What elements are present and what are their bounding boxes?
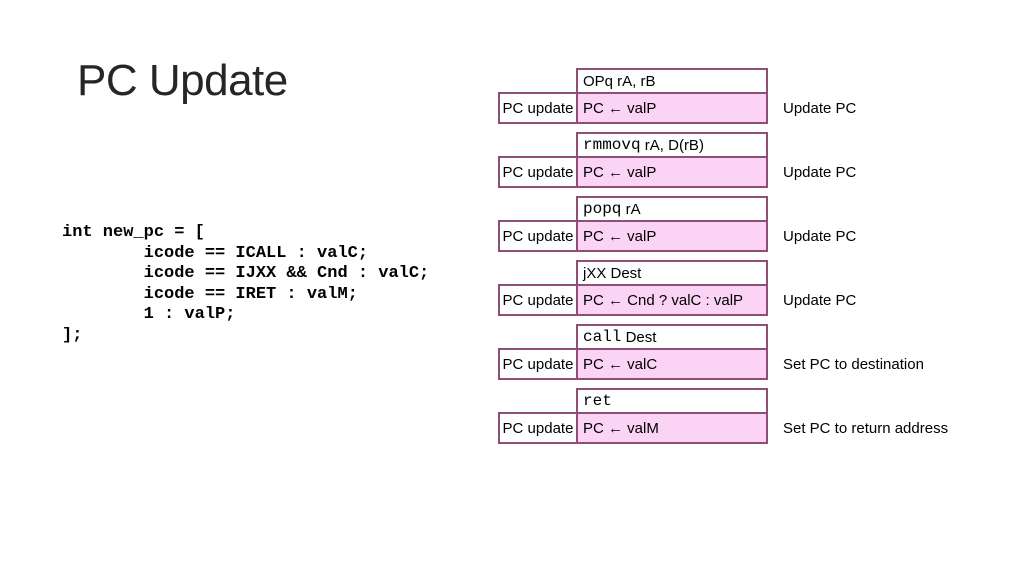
operands: rA, D(rB) [640, 136, 704, 154]
instruction-header: OPq rA, rB [576, 68, 768, 94]
stage-label: PC update [498, 348, 578, 380]
mnemonic: call [583, 328, 622, 346]
operands: Dest [606, 264, 642, 282]
stage-label: PC update [498, 92, 578, 124]
instruction-group-opq: PC update OPq rA, rB PC ← valP Update PC [498, 68, 958, 124]
instruction-header: jXX Dest [576, 260, 768, 286]
operands: rA [621, 200, 641, 218]
description: Set PC to destination [783, 355, 924, 373]
operands: Dest [621, 328, 657, 346]
description: Update PC [783, 99, 857, 117]
instruction-box: OPq rA, rB PC ← valP [576, 68, 768, 124]
operands: rA, rB [613, 72, 656, 90]
instruction-header: call Dest [576, 324, 768, 350]
code-line: ]; [62, 325, 83, 345]
instruction-header: rmmovq rA, D(rB) [576, 132, 768, 158]
instruction-group-call: PC update call Dest PC ← valC Set PC to … [498, 324, 958, 380]
stage-label: PC update [498, 220, 578, 252]
mnemonic: rmmovq [583, 136, 641, 154]
description: Set PC to return address [783, 419, 949, 437]
pc-action: PC ← valP [576, 156, 768, 188]
hcl-code-block: int new_pc = [ icode == ICALL : valC; ic… [62, 223, 429, 346]
instruction-box: ret PC ← valM [576, 388, 768, 444]
instruction-group-rmmovq: PC update rmmovq rA, D(rB) PC ← valP Upd… [498, 132, 958, 188]
code-line: int new_pc = [ [62, 223, 205, 242]
code-line: icode == ICALL : valC; [62, 243, 369, 263]
instruction-box: jXX Dest PC ← Cnd ? valC : valP [576, 260, 768, 316]
mnemonic: jXX [583, 264, 607, 282]
pc-action: PC ← valP [576, 220, 768, 252]
pc-action: PC ← valC [576, 348, 768, 380]
instruction-groups: PC update OPq rA, rB PC ← valP Update PC… [498, 68, 958, 444]
stage-label: PC update [498, 284, 578, 316]
instruction-header: ret [576, 388, 768, 414]
code-line: icode == IJXX && Cnd : valC; [62, 264, 430, 283]
instruction-header: popq rA [576, 196, 768, 222]
instruction-group-jxx: PC update jXX Dest PC ← Cnd ? valC : val… [498, 260, 958, 316]
pc-action: PC ← valM [576, 412, 768, 444]
instruction-box: popq rA PC ← valP [576, 196, 768, 252]
pc-action: PC ← Cnd ? valC : valP [576, 284, 768, 316]
mnemonic: ret [583, 392, 612, 410]
code-line: icode == IRET : valM; [62, 284, 358, 304]
description: Update PC [783, 291, 857, 309]
slide-title: PC Update [77, 56, 288, 105]
mnemonic: OPq [583, 72, 614, 90]
instruction-group-popq: PC update popq rA PC ← valP Update PC [498, 196, 958, 252]
instruction-box: rmmovq rA, D(rB) PC ← valP [576, 132, 768, 188]
code-line: 1 : valP; [62, 305, 236, 324]
description: Update PC [783, 227, 857, 245]
instruction-group-ret: PC update ret PC ← valM Set PC to return… [498, 388, 958, 444]
description: Update PC [783, 163, 857, 181]
stage-label: PC update [498, 156, 578, 188]
stage-label: PC update [498, 412, 578, 444]
mnemonic: popq [583, 200, 622, 218]
instruction-box: call Dest PC ← valC [576, 324, 768, 380]
pc-action: PC ← valP [576, 92, 768, 124]
